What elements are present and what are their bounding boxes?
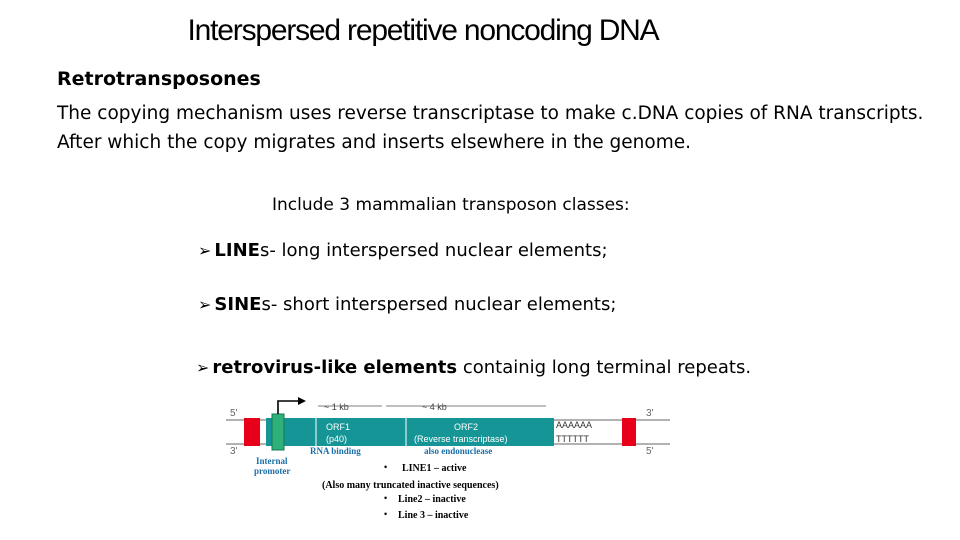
bullet-lines: ➢LINEs- long interspersed nuclear elemen… [198,240,608,261]
bullet-text: containig long terminal repeats. [457,357,752,378]
list-bullet-icon: • [384,509,387,519]
bullet-text: s- short interspersed nuclear elements; [261,294,617,315]
arrow-bullet-icon: ➢ [198,295,212,314]
arrow-bullet-icon: ➢ [198,241,212,260]
label-reverse-transcriptase: (Reverse transcriptase) [414,434,508,444]
label-4kb: ~ 4 kb [422,402,447,412]
label-promoter: promoter [254,466,290,476]
label-internal: Internal [256,456,288,466]
intro-line: Include 3 mammalian transposon classes: [272,195,630,215]
list-bullet-icon: • [384,462,387,472]
label-orf2: ORF2 [454,422,478,432]
label-5prime-left: 5' [230,408,238,419]
slide-title: Interspersed repetitive noncoding DNA [187,14,660,47]
label-orf1: ORF1 [326,422,350,432]
left-repeat-box [244,418,260,446]
bullet-text: s- long interspersed nuclear elements; [259,240,608,261]
label-p40: (p40) [326,434,347,444]
promoter-arrowhead-icon [298,397,306,405]
label-polyt: TTTTTT [556,434,589,444]
description-paragraph: The copying mechanism uses reverse trans… [57,103,924,153]
promoter-arrow-icon [277,400,298,414]
line1-diagram: 5' 3' 3' 5' ~ 1 kb ~ 4 kb ORF1 (p40) ORF… [226,397,670,521]
bullet-retrovirus: ➢retrovirus-like elements containig long… [196,357,751,378]
list-item-line2: Line2 – inactive [398,494,466,505]
list-item-line3: Line 3 – inactive [398,510,469,521]
bullet-bold: retrovirus-like elements [212,357,458,378]
bullet-bold: LINE [214,240,260,261]
subtitle: Retrotransposones [57,68,261,90]
label-rna-binding: RNA binding [310,446,361,456]
label-3prime-left: 3' [230,446,238,457]
list-bullet-icon: • [384,493,387,503]
bullet-sines: ➢SINEs- short interspersed nuclear eleme… [198,294,616,315]
list-item-truncated: (Also many truncated inactive sequences) [322,480,499,491]
internal-promoter-box [271,413,285,451]
element-body [266,418,554,446]
arrow-bullet-icon: ➢ [196,358,210,377]
label-1kb: ~ 1 kb [324,402,349,412]
label-polya: AAAAAA [556,420,592,430]
bullet-bold: SINE [214,294,262,315]
right-repeat-box [622,418,636,446]
label-endonuclease: also endonuclease [424,446,492,456]
list-item-line1: LINE1 – active [402,463,467,474]
label-3prime-right: 3' [646,408,654,419]
label-5prime-right: 5' [646,446,654,457]
